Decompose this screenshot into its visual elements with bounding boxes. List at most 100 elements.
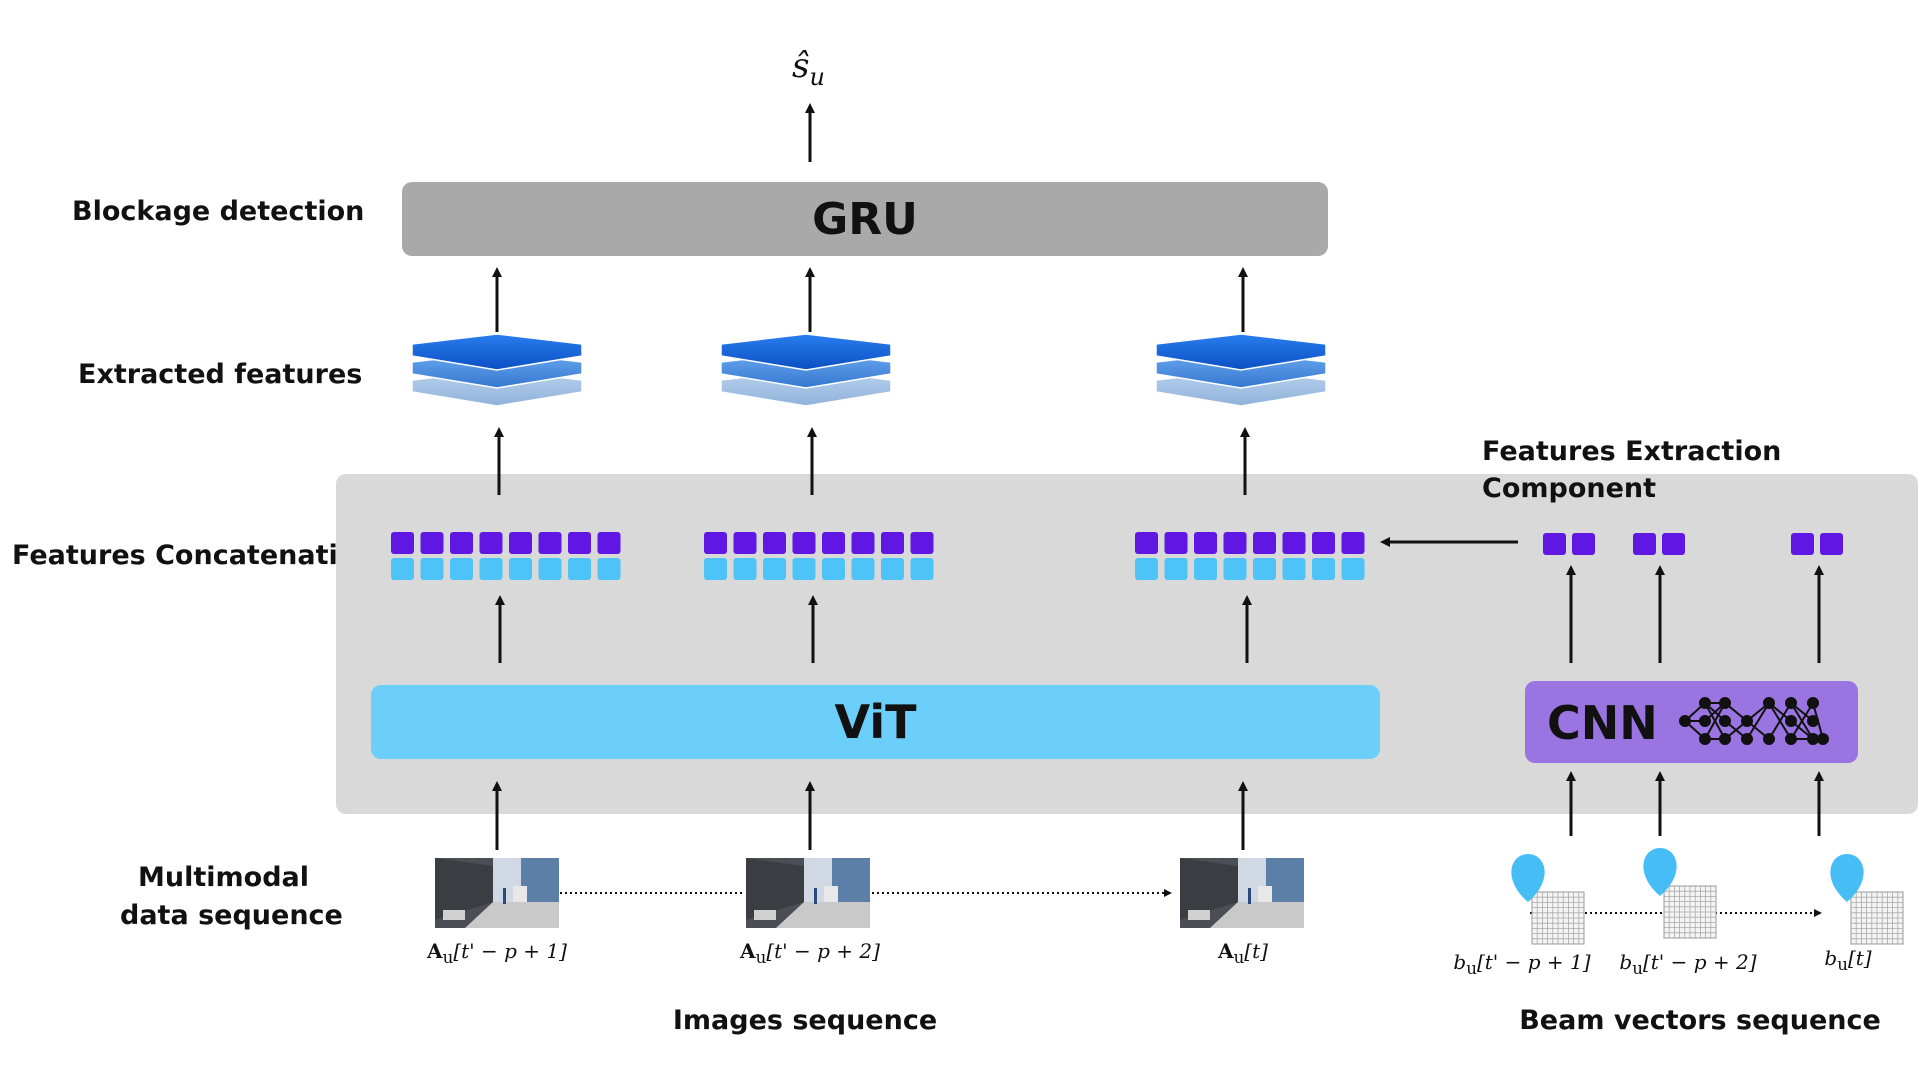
- feature-cell-image: [420, 532, 444, 554]
- feature-cell-image: [910, 532, 934, 554]
- beam-feature-1: [1543, 533, 1595, 555]
- feature-stack-1: [411, 333, 583, 407]
- images-sequence-label: Images sequence: [672, 1005, 938, 1036]
- stack-layer: [1155, 333, 1327, 371]
- feature-cell-beam: [509, 558, 532, 580]
- feature-cell-beam: [763, 558, 786, 580]
- feature-cell-beam: [568, 558, 591, 580]
- feature-cell-beam: [1223, 558, 1247, 580]
- feature-cell-image: [391, 532, 414, 554]
- cnn-label: CNN: [1547, 696, 1658, 750]
- feature-cell-image: [792, 532, 816, 554]
- street-scene-image: [746, 858, 870, 928]
- feature-cell-image: [1341, 532, 1365, 554]
- vit-block: ViT: [371, 685, 1380, 759]
- feature-cell-beam: [391, 558, 414, 580]
- feature-cell-beam: [420, 558, 444, 580]
- beam-lobe: [1511, 854, 1545, 902]
- feature-cell-image: [822, 532, 845, 554]
- beam-feature-cell: [1543, 533, 1566, 555]
- feature-cell-beam: [1135, 558, 1158, 580]
- beam-caption-3: bu[t]: [1824, 946, 1872, 974]
- feature-cell-image: [763, 532, 786, 554]
- row-label-multimodal-1: Multimodal: [138, 862, 309, 893]
- beam-icon-2: [1643, 848, 1717, 939]
- feature-cell-beam: [1253, 558, 1276, 580]
- image-caption-3: Au[t]: [1218, 939, 1268, 967]
- component-title: Features Extraction Component: [1482, 436, 1782, 504]
- feature-cell-image: [1253, 532, 1276, 554]
- image-frame-1: [435, 858, 559, 928]
- feature-stack-3: [1155, 333, 1327, 407]
- beam-icon-1: [1511, 854, 1585, 945]
- feature-groups: [391, 532, 1365, 580]
- feature-cell-image: [568, 532, 591, 554]
- beam-caption-1: bu[t' − p + 1]: [1453, 950, 1591, 978]
- beam-feature-cell: [1662, 533, 1685, 555]
- stack-layer: [411, 333, 583, 371]
- beam-feature-2: [1633, 533, 1685, 555]
- feature-concat-group-1: [391, 532, 621, 580]
- feature-cell-beam: [1312, 558, 1335, 580]
- feature-cell-beam: [733, 558, 757, 580]
- feature-cell-beam: [597, 558, 621, 580]
- street-scene-image: [435, 858, 559, 928]
- feature-cell-image: [479, 532, 503, 554]
- feature-cell-beam: [910, 558, 934, 580]
- image-frame-3: [1180, 858, 1304, 928]
- feature-cell-image: [733, 532, 757, 554]
- extracted-feature-stacks: [411, 333, 1327, 407]
- beam-feature-cell: [1633, 533, 1656, 555]
- feature-cell-beam: [704, 558, 727, 580]
- row-label-multimodal-2: data sequence: [120, 900, 343, 931]
- stack-layer: [720, 333, 892, 371]
- beam-caption-2: bu[t' − p + 2]: [1619, 950, 1757, 978]
- feature-cell-beam: [881, 558, 904, 580]
- beam-feature-cell: [1820, 533, 1843, 555]
- feature-cell-image: [1312, 532, 1335, 554]
- feature-stack-2: [720, 333, 892, 407]
- beam-lobe: [1830, 854, 1864, 902]
- output-symbol: ŝu: [792, 46, 825, 91]
- feature-concat-group-3: [1135, 532, 1365, 580]
- feature-cell-beam: [1164, 558, 1188, 580]
- feature-cell-image: [1135, 532, 1158, 554]
- feature-cell-image: [851, 532, 875, 554]
- feature-cell-beam: [851, 558, 875, 580]
- beam-feature-cell: [1572, 533, 1595, 555]
- feature-cell-beam: [479, 558, 503, 580]
- gru-block: GRU: [402, 182, 1328, 256]
- row-label-blockage: Blockage detection: [72, 196, 365, 227]
- beam-feature-3: [1791, 533, 1843, 555]
- beam-icon-3: [1830, 854, 1904, 945]
- image-caption-2: Au[t' − p + 2]: [740, 939, 880, 967]
- feature-cell-image: [1282, 532, 1306, 554]
- beam-lobe: [1643, 848, 1677, 896]
- feature-cell-image: [881, 532, 904, 554]
- feature-cell-image: [1223, 532, 1247, 554]
- feature-concat-group-2: [704, 532, 934, 580]
- vit-label: ViT: [834, 695, 917, 749]
- image-frame-2: [746, 858, 870, 928]
- feature-cell-beam: [822, 558, 845, 580]
- feature-cell-beam: [1282, 558, 1306, 580]
- feature-cell-beam: [450, 558, 473, 580]
- feature-cell-beam: [538, 558, 562, 580]
- beam-feature-vectors: [1543, 533, 1843, 555]
- feature-cell-image: [450, 532, 473, 554]
- beam-sequence-label: Beam vectors sequence: [1519, 1005, 1881, 1036]
- neural-network-icon: [1679, 697, 1829, 745]
- feature-cell-image: [1164, 532, 1188, 554]
- row-label-concat: Features Concatenation: [12, 540, 376, 571]
- beam-feature-cell: [1791, 533, 1814, 555]
- row-label-extracted: Extracted features: [78, 359, 363, 390]
- cnn-block: CNN: [1525, 681, 1858, 763]
- street-scene-image: [1180, 858, 1304, 928]
- feature-cell-beam: [1341, 558, 1365, 580]
- feature-cell-image: [509, 532, 532, 554]
- image-caption-1: Au[t' − p + 1]: [427, 939, 567, 967]
- beam-vector-icons: [1511, 848, 1904, 945]
- feature-cell-image: [597, 532, 621, 554]
